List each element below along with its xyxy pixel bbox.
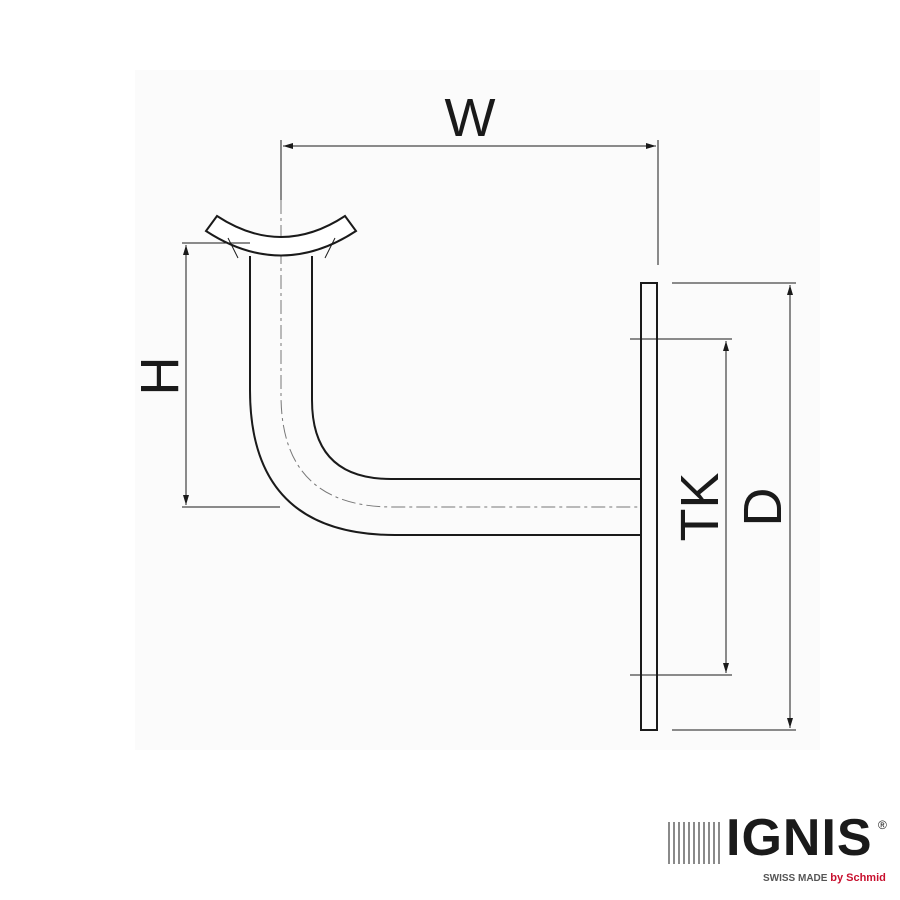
bracket-arm-outer — [249, 256, 641, 536]
saddle-cradle — [204, 214, 358, 257]
wall-plate — [640, 282, 658, 731]
w-label: W — [445, 88, 496, 148]
saddle-mark-right — [324, 237, 336, 259]
arm-centerline — [280, 200, 641, 508]
tk-label: TK — [670, 472, 730, 541]
logo-tagline: SWISS MADE by Schmid — [763, 872, 886, 884]
d-label: D — [733, 488, 793, 527]
h-label: H — [130, 357, 190, 396]
logo-tagline-by: by Schmid — [830, 872, 886, 884]
drawing-background — [135, 70, 820, 750]
bracket-arm-inner — [311, 256, 641, 480]
logo-wordmark: IGNIS — [726, 809, 873, 867]
saddle-mark-left — [227, 237, 239, 259]
logo-registered-mark: ® — [878, 818, 887, 832]
logo-bars-icon — [668, 822, 720, 864]
logo-tagline-prefix: SWISS MADE — [763, 873, 828, 884]
ignis-logo: IGNIS ® SWISS MADE by Schmid — [668, 812, 888, 886]
